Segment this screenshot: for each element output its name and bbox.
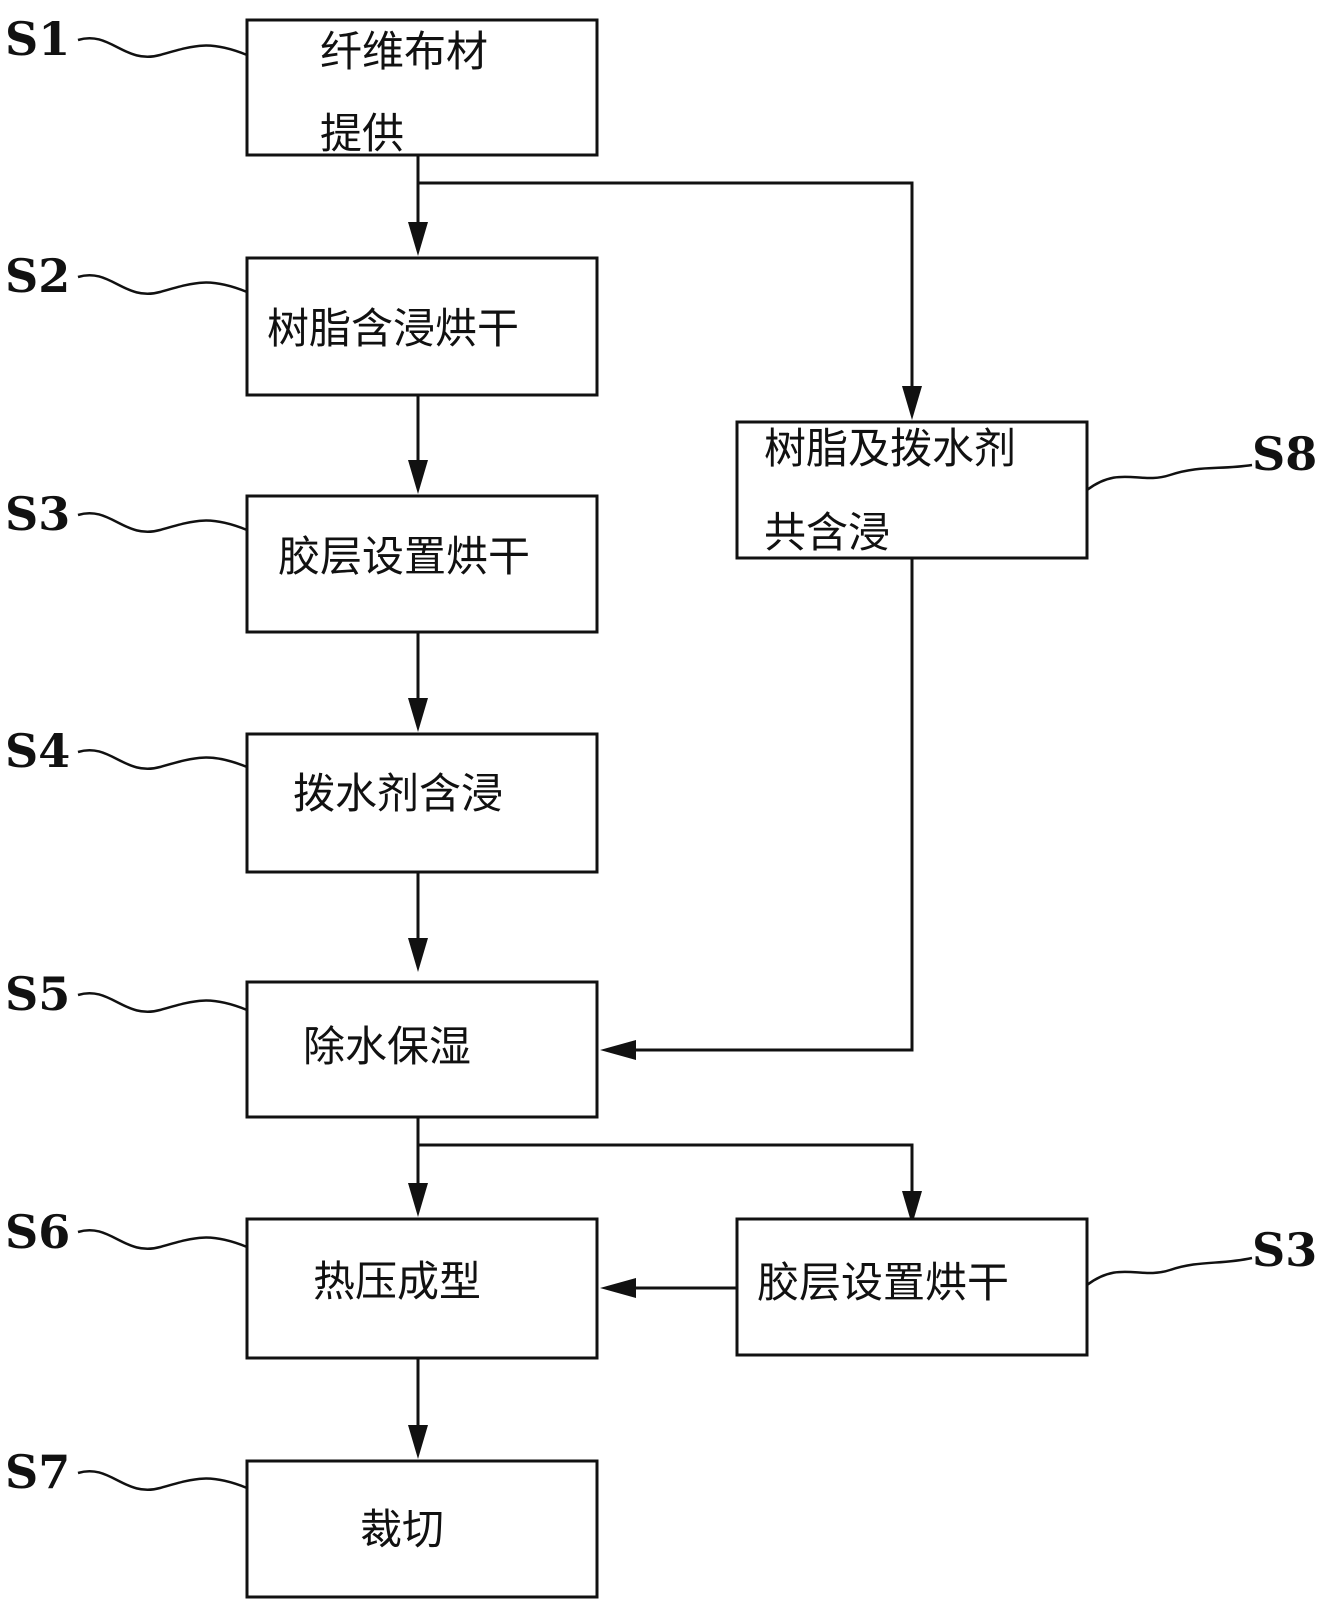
step-s5-text: 除水保湿 (303, 1022, 471, 1071)
step-s3-text: 胶层设置烘干 (278, 532, 530, 581)
step-labels: S1 S2 S3 S4 S5 S6 S7 S8 S3 (5, 12, 1317, 1499)
arrowheads (408, 222, 922, 1459)
step-s1-text-line2: 提供 (320, 109, 404, 158)
step-box-s4: 拨水剂含浸 (245, 732, 599, 874)
leader-s1 (77, 37, 248, 58)
leader-s8 (1086, 463, 1253, 491)
step-s3b-text: 胶层设置烘干 (757, 1258, 1009, 1307)
step-label-s1: S1 (5, 12, 70, 66)
step-box-s7: 裁切 (245, 1459, 599, 1599)
step-s7-text: 裁切 (360, 1505, 444, 1554)
leader-s7 (77, 1470, 248, 1491)
step-label-s3: S3 (5, 487, 70, 541)
leader-s6 (77, 1229, 248, 1250)
step-box-s5: 除水保湿 (245, 980, 599, 1119)
step-box-s1: 纤维布材 提供 (245, 18, 599, 158)
step-label-s2: S2 (5, 249, 70, 303)
arrowhead-s6-right (600, 1278, 636, 1298)
leader-s5 (77, 992, 248, 1013)
arrowhead-s3 (408, 460, 428, 494)
connectors (416, 155, 914, 1437)
arrowhead-s8 (902, 386, 922, 420)
step-box-s3b: 胶层设置烘干 (735, 1217, 1089, 1357)
leader-s2 (77, 274, 248, 295)
arrowhead-s5-top (408, 938, 428, 972)
leader-s3 (77, 512, 248, 533)
arrowhead-s5-right (600, 1040, 636, 1060)
connector-s1-s8 (418, 181, 914, 398)
step-label-s6: S6 (5, 1205, 70, 1259)
step-s8-text-line1: 树脂及拨水剂 (764, 424, 1016, 473)
leader-lines (77, 37, 1253, 1491)
connector-s5-s3b (418, 1143, 914, 1203)
step-s8-text-line2: 共含浸 (764, 508, 890, 557)
step-label-s4: S4 (5, 724, 70, 778)
step-box-s6: 热压成型 (245, 1217, 599, 1360)
arrowhead-s3b (902, 1191, 922, 1225)
step-label-s7: S7 (5, 1445, 70, 1499)
leader-s3b (1086, 1256, 1253, 1286)
arrowhead-s2 (408, 222, 428, 256)
arrowhead-s4 (408, 698, 428, 732)
step-box-s2: 树脂含浸烘干 (245, 256, 599, 397)
arrowhead-s7 (408, 1425, 428, 1459)
step-s2-text: 树脂含浸烘干 (267, 304, 519, 353)
step-label-s3b: S3 (1252, 1223, 1317, 1277)
step-box-s8: 树脂及拨水剂 共含浸 (735, 420, 1089, 560)
leader-s4 (77, 749, 248, 770)
step-box-s3: 胶层设置烘干 (245, 494, 599, 634)
step-label-s8: S8 (1252, 427, 1317, 481)
arrowhead-s6-top (408, 1183, 428, 1217)
step-s4-text: 拨水剂含浸 (293, 769, 503, 818)
step-s6-text: 热压成型 (313, 1257, 481, 1306)
step-s1-text-line1: 纤维布材 (320, 27, 488, 76)
step-label-s5: S5 (5, 967, 70, 1021)
connector-s8-s5 (630, 558, 914, 1052)
